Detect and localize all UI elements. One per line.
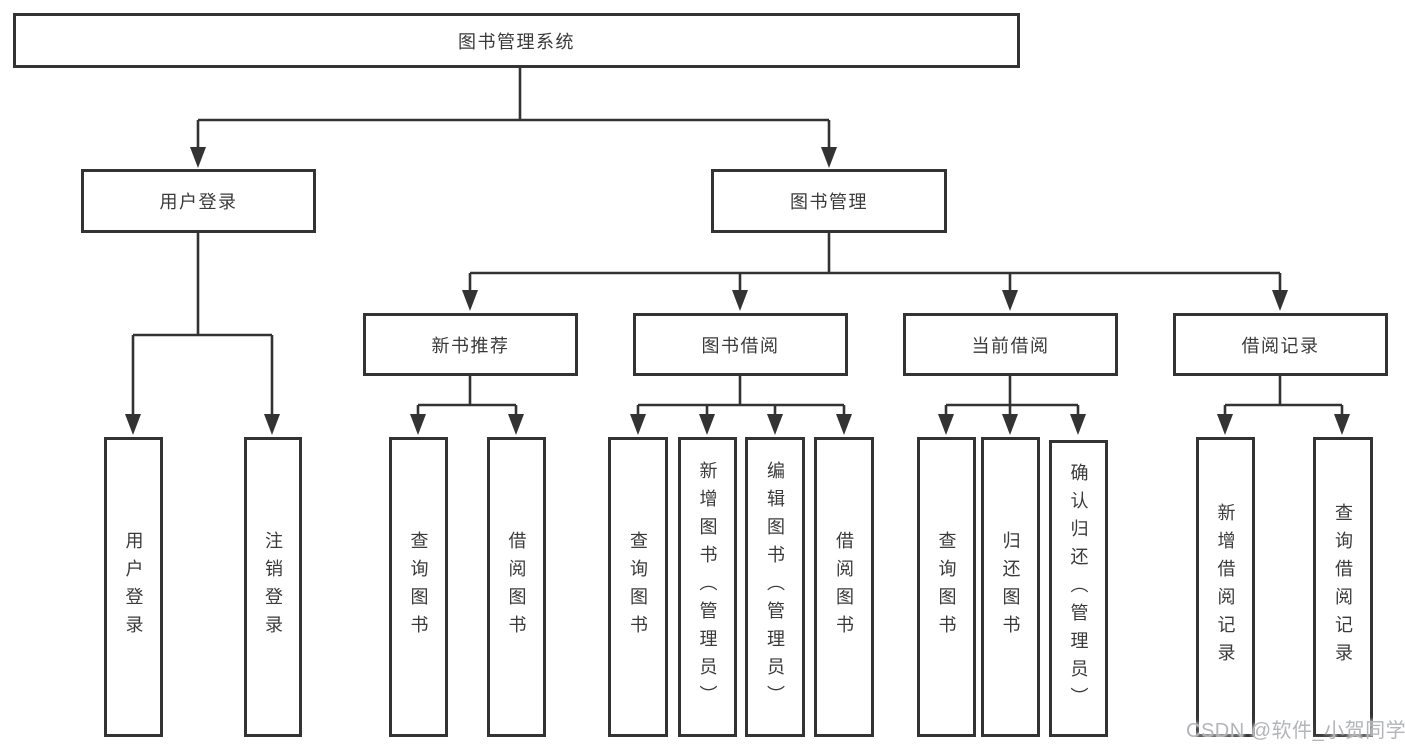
node-book-management: 图书管理 xyxy=(711,169,947,233)
leaf-label: 查询图书 xyxy=(936,531,957,643)
node-label: 用户登录 xyxy=(159,192,238,212)
leaf-label: 查询借阅记录 xyxy=(1333,503,1353,671)
node-user-login: 用户登录 xyxy=(81,169,316,233)
arrowhead-icon xyxy=(732,290,748,311)
node-label: 借阅记录 xyxy=(1241,335,1320,356)
arrowhead-icon xyxy=(462,290,478,311)
node-label: 当前借阅 xyxy=(971,335,1050,356)
connector-borrow-records xyxy=(1223,376,1344,417)
leaf-label: 确认归还（管理员） xyxy=(1068,462,1089,715)
arrowhead-icon xyxy=(410,414,426,435)
arrowhead-icon xyxy=(125,414,141,435)
leaf-edit-books-admin: 编辑图书（管理员） xyxy=(745,437,805,737)
arrowhead-icon xyxy=(264,414,280,435)
node-current-borrow: 当前借阅 xyxy=(903,313,1118,376)
node-book-borrow: 图书借阅 xyxy=(633,313,848,376)
leaf-confirm-return-admin: 确认归还（管理员） xyxy=(1049,440,1108,737)
leaf-label: 归还图书 xyxy=(1000,531,1021,643)
leaf-label: 查询图书 xyxy=(408,531,429,643)
arrowhead-icon xyxy=(630,414,646,435)
connector-book-management xyxy=(468,233,1282,293)
node-library-management-system: 图书管理系统 xyxy=(13,13,1020,68)
arrowhead-icon xyxy=(1002,290,1018,311)
arrowhead-icon xyxy=(1334,414,1350,435)
leaf-query-books-3: 查询图书 xyxy=(917,437,976,737)
leaf-label: 注销登录 xyxy=(263,531,283,643)
leaf-label: 编辑图书（管理员） xyxy=(765,461,785,713)
arrowheads xyxy=(125,147,1350,435)
arrowhead-icon xyxy=(836,414,852,435)
leaf-label: 查询图书 xyxy=(628,531,648,643)
arrowhead-icon xyxy=(1272,290,1288,311)
leaf-add-borrow-record: 新增借阅记录 xyxy=(1196,437,1255,737)
node-label: 图书借阅 xyxy=(701,335,780,356)
leaf-label: 借阅图书 xyxy=(834,531,854,643)
connector-root xyxy=(196,68,831,150)
connector-current-borrow xyxy=(944,376,1080,417)
arrowhead-icon xyxy=(190,147,206,168)
leaf-logout: 注销登录 xyxy=(244,437,302,737)
node-label: 新书推荐 xyxy=(431,335,510,356)
leaf-query-books-1: 查询图书 xyxy=(389,437,448,737)
leaf-label: 借阅图书 xyxy=(506,531,527,643)
leaf-borrow-books-2: 借阅图书 xyxy=(814,437,874,737)
connector-book-borrow xyxy=(636,376,846,417)
arrowhead-icon xyxy=(508,414,524,435)
arrowhead-icon xyxy=(699,414,715,435)
leaf-label: 新增借阅记录 xyxy=(1215,503,1236,671)
connector-user-login xyxy=(131,233,274,417)
leaf-user-login: 用户登录 xyxy=(104,437,163,737)
arrowhead-icon xyxy=(938,414,954,435)
arrowhead-icon xyxy=(1070,414,1086,435)
leaf-return-books: 归还图书 xyxy=(981,437,1040,737)
node-label: 图书管理系统 xyxy=(458,31,575,52)
arrowhead-icon xyxy=(1002,414,1018,435)
arrowhead-icon xyxy=(767,414,783,435)
arrowhead-icon xyxy=(1217,414,1233,435)
connector-new-book-recommend xyxy=(416,376,518,417)
node-new-book-recommend: 新书推荐 xyxy=(363,313,578,376)
leaf-borrow-books-1: 借阅图书 xyxy=(487,437,546,737)
leaf-query-books-2: 查询图书 xyxy=(608,437,668,737)
arrowhead-icon xyxy=(821,147,837,168)
leaf-add-books-admin: 新增图书（管理员） xyxy=(678,437,737,737)
leaf-query-borrow-record: 查询借阅记录 xyxy=(1313,437,1373,737)
node-label: 图书管理 xyxy=(790,192,868,212)
node-borrow-records: 借阅记录 xyxy=(1173,313,1388,376)
csdn-watermark: CSDN @软件_小贺同学 xyxy=(1186,720,1405,742)
leaf-label: 用户登录 xyxy=(123,531,144,643)
leaf-label: 新增图书（管理员） xyxy=(697,461,718,713)
